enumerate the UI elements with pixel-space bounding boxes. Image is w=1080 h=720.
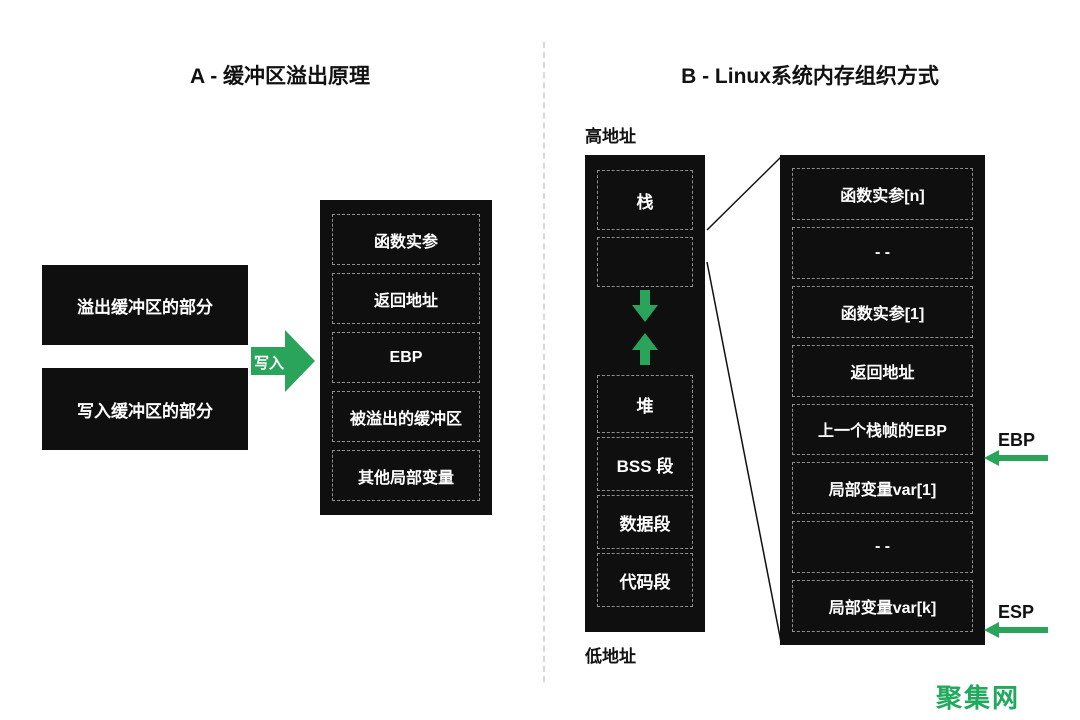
stack-cell-ebp: EBP [332,332,480,383]
stack-cell-overflowed: 被溢出的缓冲区 [332,391,480,442]
stack-frame-box: 函数实参[n] - - 函数实参[1] 返回地址 上一个栈帧的EBP 局部变量v… [780,155,985,645]
write-source-label: 写入缓冲区的部分 [77,401,213,421]
write-arrow-label: 写入 [253,355,284,372]
overflow-source-box: 溢出缓冲区的部分 [42,265,248,345]
section-b-title: B - Linux系统内存组织方式 [681,65,939,88]
section-divider [543,42,545,682]
frame-cell-retaddr: 返回地址 [792,344,973,397]
memory-cell-unused-region [597,237,693,287]
esp-pointer-arrow-icon [984,622,1048,638]
ebp-pointer-arrow-icon [984,450,1048,466]
frame-cell-prev-ebp: 上一个栈帧的EBP [792,403,973,456]
memory-cell-stack: 栈 [597,170,693,230]
memory-column: 栈 堆 BSS 段 数据段 代码段 [585,155,705,632]
frame-cell-ellipsis-2: - - [792,521,973,574]
write-arrow-icon [251,330,315,392]
ebp-register-label: EBP [998,430,1036,450]
stack-expansion-lines [706,156,782,643]
stack-cell-retaddr: 返回地址 [332,273,480,324]
frame-cell-var-k: 局部变量var[k] [792,580,973,632]
write-source-box: 写入缓冲区的部分 [42,368,248,450]
stack-cell-args: 函数实参 [332,214,480,265]
site-watermark: 聚集网 [936,683,1021,713]
frame-cell-var-1: 局部变量var[1] [792,462,973,515]
stack-grow-down-arrow-icon [632,290,658,322]
stack-cell-locals: 其他局部变量 [332,450,480,501]
low-address-label: 低地址 [585,647,636,666]
memory-cell-code: 代码段 [597,553,693,607]
heap-grow-up-arrow-icon [632,333,658,365]
memory-cell-heap: 堆 [597,375,693,433]
section-a-title: A - 缓冲区溢出原理 [189,65,371,88]
frame-cell-arg-1: 函数实参[1] [792,285,973,338]
memory-cell-bss: BSS 段 [597,437,693,491]
overflow-stack-box: 函数实参 返回地址 EBP 被溢出的缓冲区 其他局部变量 [320,200,492,515]
memory-cell-data: 数据段 [597,495,693,549]
frame-cell-arg-n: 函数实参[n] [792,168,973,220]
overflow-source-label: 溢出缓冲区的部分 [77,297,213,317]
esp-register-label: ESP [998,602,1035,622]
high-address-label: 高地址 [585,127,636,146]
frame-cell-ellipsis-1: - - [792,226,973,279]
